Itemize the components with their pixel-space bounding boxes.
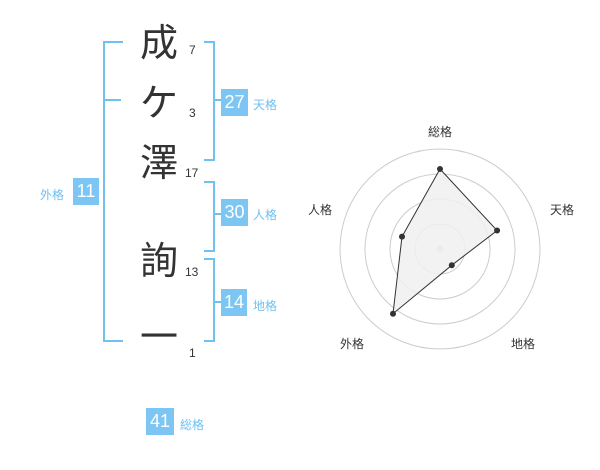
radar-polygon <box>392 168 498 315</box>
radar-point-2 <box>494 227 501 234</box>
stroke-count-3: 17 <box>185 166 199 180</box>
gaikaku-label: 外格 <box>40 188 65 202</box>
jinkaku-value: 30 <box>221 199 248 226</box>
stroke-count-4: 13 <box>185 265 199 279</box>
bracket-tick <box>105 99 121 101</box>
radar-axis-label-chikaku: 地格 <box>511 337 536 351</box>
name-char-1: 成 <box>140 21 179 65</box>
tenkaku-label: 天格 <box>253 98 278 112</box>
soukaku-label: 総格 <box>180 418 205 432</box>
name-char-4: 詢 <box>140 239 179 283</box>
name-char-5: 一 <box>140 315 179 359</box>
radar-grid-ring <box>339 148 541 350</box>
radar-axis-label-gaikaku: 外格 <box>340 337 365 351</box>
tenkaku-value: 27 <box>221 89 248 116</box>
radar-axis-label-soukaku: 総格 <box>428 125 453 139</box>
radar-axis-label-tenkaku: 天格 <box>550 203 575 217</box>
stroke-count-2: 3 <box>189 106 196 120</box>
radar-axis-label-jinkaku: 人格 <box>308 203 333 217</box>
chikaku-bracket <box>204 258 215 342</box>
jinkaku-label: 人格 <box>253 208 278 222</box>
bracket-tick <box>213 99 221 101</box>
name-char-2: ケ <box>140 81 179 125</box>
radar-point-1 <box>437 166 443 172</box>
radar-point-4 <box>390 310 396 317</box>
stroke-count-1: 7 <box>189 43 196 57</box>
gaikaku-bracket <box>103 41 123 342</box>
tenkaku-bracket <box>204 41 215 161</box>
jinkaku-bracket <box>204 181 215 252</box>
gaikaku-value: 11 <box>73 178 99 205</box>
stroke-count-5: 1 <box>189 346 196 360</box>
chikaku-label: 地格 <box>253 299 278 313</box>
name-char-3: 澤 <box>140 141 179 185</box>
chikaku-value: 14 <box>221 289 247 316</box>
radar-point-5 <box>399 233 405 240</box>
soukaku-value: 41 <box>146 408 174 435</box>
bracket-tick <box>213 301 221 303</box>
radar-point-3 <box>448 262 455 269</box>
bracket-tick <box>213 213 221 215</box>
